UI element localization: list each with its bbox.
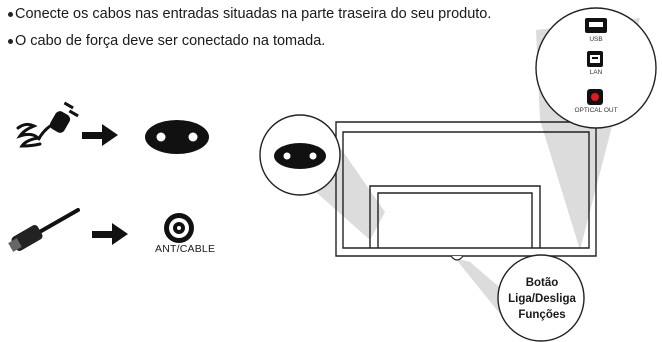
power-button-callout-text: Botão Liga/Desliga Funções [496,275,588,323]
button-callout-circle [497,254,585,342]
bullet-icon [8,38,13,44]
bullet-icon [8,11,13,17]
instruction-text-1: Conecte os cabos nas entradas situadas n… [15,6,492,22]
optical-out-label: OPTICAL OUT [574,107,618,114]
instruction-line-2: O cabo de força deve ser conectado na to… [8,33,325,49]
arrow-right-icon [92,223,128,245]
tv-bottom-button-icon [450,255,464,261]
antenna-label: ANT/CABLE [155,243,216,255]
antenna-cable-icon [8,208,80,252]
arrow-right-icon [82,124,118,146]
callout-line-1: Botão [525,277,559,289]
usb-label: USB [589,36,603,43]
lan-port-icon [587,51,603,67]
power-outlet-icon [145,120,209,154]
callout-line-3: Funções [518,309,566,321]
power-cable-icon [16,101,79,148]
instruction-text-2: O cabo de força deve ser conectado na to… [15,33,326,49]
tv-back-outline [335,121,597,257]
callout-line-2: Liga/Desliga [508,293,576,305]
power-outlet-icon [274,143,326,169]
outlet-callout-circle [259,114,341,196]
usb-port-icon [585,18,607,33]
ports-callout-circle [535,7,657,129]
optical-port-icon [587,89,603,105]
lan-label: LAN [589,69,603,76]
antenna-port-icon [164,213,194,243]
instruction-line-1: Conecte os cabos nas entradas situadas n… [8,6,491,22]
